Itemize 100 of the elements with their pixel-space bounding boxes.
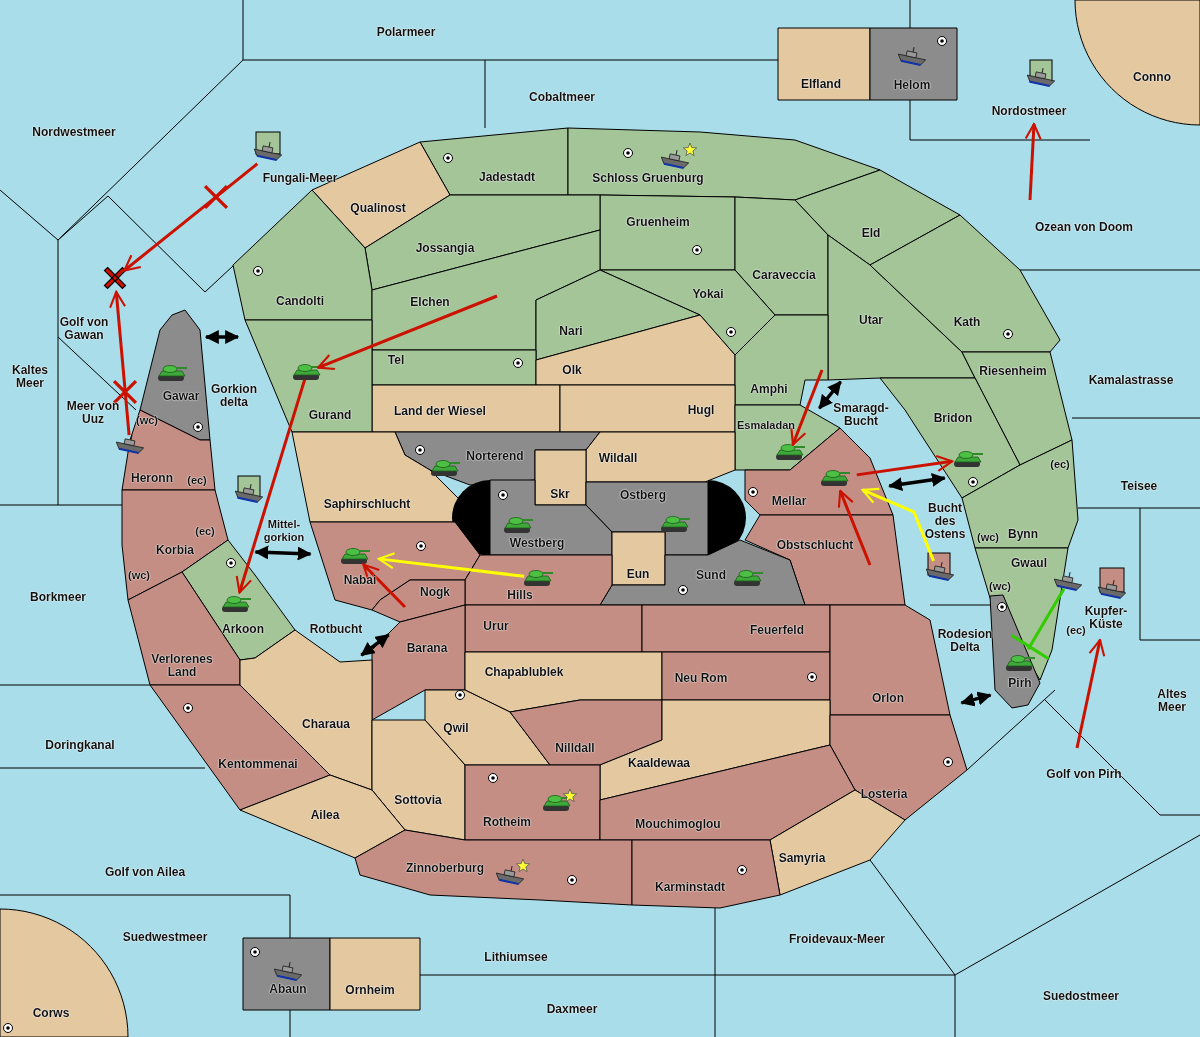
sea-name: Suedwestmeer: [122, 930, 208, 944]
territory-name: Zinnoberburg: [406, 861, 484, 875]
territory-name: Neu Rom: [674, 671, 728, 685]
territory-name: Candolti: [276, 294, 324, 308]
sea-name: Fungali-Meer: [262, 171, 338, 185]
arrow: [123, 162, 259, 272]
territory-name: Norterend: [466, 449, 524, 463]
territory-name: Tel: [387, 353, 405, 367]
territory-name: Ornheim: [345, 983, 395, 997]
sea-name: Suedostmeer: [1043, 989, 1119, 1003]
territory-name: Yokai: [692, 287, 724, 301]
territory-name: Sund: [696, 568, 726, 582]
territory-name: Nabai: [343, 573, 377, 587]
territory-name: Kath: [953, 315, 981, 329]
sea-name: Froidevaux-Meer: [789, 932, 885, 946]
coast-label: (ec): [187, 473, 207, 487]
arrow: [888, 472, 946, 492]
sea-name: Mittel- gorkion: [256, 518, 312, 544]
arrow: [254, 545, 312, 561]
territory-name: Land der Wiesel: [394, 404, 486, 418]
territory-name: Bynn: [1008, 527, 1038, 541]
territory-name: Samyria: [778, 851, 826, 865]
territory-name: Nilldall: [555, 741, 595, 755]
territory-name: Karminstadt: [655, 880, 725, 894]
territory-name: Korbia: [156, 543, 194, 557]
coast-label: (wc): [977, 530, 999, 544]
territory-name: Charaua: [302, 717, 350, 731]
sea-name: Golf von Ailea: [104, 865, 186, 879]
sea-name: Gorkion delta: [205, 383, 263, 409]
sea-name: Meer von Uuz: [64, 400, 122, 426]
territory-name: Esmaladan: [736, 418, 796, 432]
territory-name: Utar: [859, 313, 883, 327]
territory-name: Bridon: [933, 411, 973, 425]
territory-name: Pirh: [1008, 676, 1032, 690]
sea-name: Kaltes Meer: [5, 364, 55, 390]
territory-name: Mellar: [771, 494, 807, 508]
sea-name: Nordwestmeer: [32, 125, 116, 139]
territory-name: Gawar: [162, 389, 200, 403]
arrow: [960, 691, 992, 707]
territory-name: Chapablublek: [484, 665, 564, 679]
sea-name: Golf von Gawan: [53, 316, 115, 342]
sea-name: Ozean von Doom: [1035, 220, 1133, 234]
territory-name: Eld: [861, 226, 881, 240]
arrow: [1024, 122, 1042, 201]
territory-name: Qwil: [443, 721, 469, 735]
territory-name: Olk: [562, 363, 582, 377]
territory-name: Urur: [483, 619, 509, 633]
sea-name: Cobaltmeer: [529, 90, 595, 104]
arrow: [204, 330, 240, 344]
territory-name: Hills: [507, 588, 533, 602]
arrow: [377, 552, 525, 578]
sea-name: Nordostmeer: [991, 104, 1067, 118]
arrow: [790, 369, 824, 446]
coast-label: (ec): [1066, 623, 1086, 637]
coast-label: (wc): [128, 568, 150, 582]
sea-name: Golf von Pirh: [1046, 767, 1122, 781]
sea-name: Kamalastrasse: [1088, 373, 1174, 387]
territory-name: Skr: [550, 487, 570, 501]
territory-name: Schloss Gruenburg: [592, 171, 704, 185]
arrow: [861, 487, 935, 562]
arrow: [317, 294, 498, 370]
arrow: [1075, 638, 1106, 749]
territory-name: Jadestadt: [479, 170, 535, 184]
sea-name: Lithiumsee: [484, 950, 548, 964]
sea-name: Rodesion Delta: [933, 628, 997, 654]
territory-name: Elfland: [801, 77, 841, 91]
territory-name: Ostberg: [620, 488, 666, 502]
sea-name: Bucht des Ostens: [920, 501, 970, 541]
territory-name: Ailea: [310, 808, 340, 822]
territory-name: Arkoon: [222, 622, 264, 636]
territory-name: Sottovia: [394, 793, 442, 807]
territory-name: Qualinost: [350, 201, 406, 215]
coast-label: (ec): [195, 524, 215, 538]
territory-name: Nari: [559, 324, 583, 338]
arrow: [235, 379, 307, 594]
arrow: [818, 380, 842, 410]
territory-name: Wildall: [598, 451, 638, 465]
territory-name: Mouchimoglou: [635, 817, 721, 831]
territory-name: Gurand: [308, 408, 352, 422]
sea-name: Teisee: [1120, 479, 1158, 493]
territory-name: Abaun: [269, 982, 307, 996]
arrow: [856, 454, 954, 477]
territory-name: Saphirschlucht: [323, 497, 411, 511]
territory-name: Helom: [893, 78, 931, 92]
territory-name: Orlon: [872, 691, 904, 705]
territory-name: Westberg: [509, 536, 565, 550]
territory-name: Elchen: [410, 295, 450, 309]
territory-name: Feuerfeld: [750, 623, 804, 637]
territory-name: Jossangia: [415, 241, 475, 255]
sea-name: Polarmeer: [376, 25, 436, 39]
territory-name: Nogk: [420, 585, 450, 599]
territory-name: Eun: [626, 567, 650, 581]
territory-name: Barana: [406, 641, 448, 655]
territory-name: Hugl: [687, 403, 715, 417]
arrow: [109, 290, 131, 436]
territory-name: Heronn: [131, 471, 173, 485]
arrow: [837, 489, 872, 566]
territory-name: Rotheim: [483, 815, 531, 829]
sea-name: Rotbucht: [309, 622, 363, 636]
coast-label: (ec): [1050, 457, 1070, 471]
